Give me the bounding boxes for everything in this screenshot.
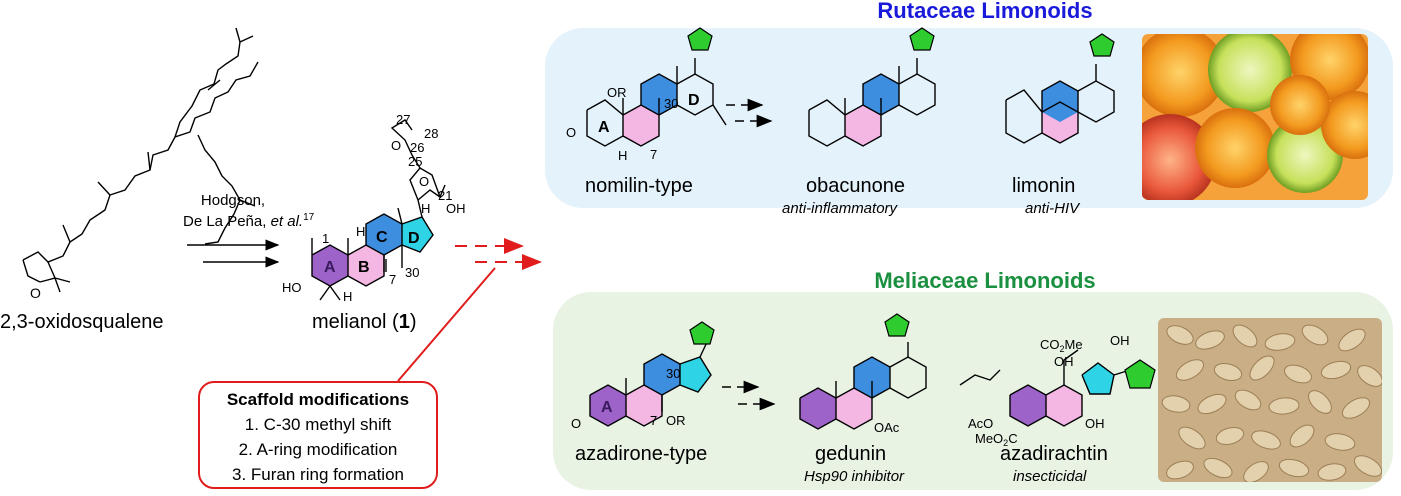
azadirachtin-co2me-2: 2 [1060, 344, 1065, 354]
azadirachtin-meo2c-meo: MeO [975, 431, 1003, 446]
melianol-c21-label: 21 [438, 188, 452, 203]
nomilin-structure [586, 27, 727, 147]
azadirachtin-meo2c-2: 2 [1003, 438, 1008, 448]
melianol-number: 1 [399, 311, 410, 333]
ring-c-fill [366, 214, 402, 255]
azadirone-c30-label: 30 [666, 366, 680, 381]
meliaceae-title: Meliaceae Limonoids [874, 268, 1096, 293]
azadirone-ring-a-label: A [601, 399, 613, 416]
gedunin-activity: Hsp90 inhibitor [804, 468, 905, 485]
nomilin-ring-d-label: D [688, 92, 700, 109]
limonin-activity: anti-HIV [1025, 200, 1081, 217]
modification-item-1: 1. C-30 methyl shift [244, 415, 392, 434]
obacunone-name: obacunone [806, 175, 905, 197]
azadirone-c7-label: 7 [650, 413, 657, 428]
azadirachtin-co2me-label: CO2Me [1040, 337, 1083, 354]
nomilin-ring-a-label: A [598, 119, 610, 136]
reagent-line-2: De La Peña, et al.17 [183, 212, 315, 230]
obacunone-structure [808, 27, 936, 147]
oxidosqualene-structure [22, 27, 259, 293]
azadirachtin-aco-label: AcO [968, 416, 993, 431]
reagent-ref: 17 [303, 212, 315, 223]
melianol-c28-label: 28 [424, 126, 438, 141]
melianol-c1-label: 1 [322, 231, 329, 246]
azadirachtin-co2me-co: CO [1040, 337, 1060, 352]
melianol-c26-label: 26 [410, 140, 424, 155]
azadirachtin-oh3-label: OH [1085, 416, 1105, 431]
melianol-name-close: ) [410, 311, 417, 333]
nomilin-c7-label: 7 [650, 147, 657, 162]
azadirachtin-name: azadirachtin [1000, 443, 1108, 465]
modification-item-2: 2. A-ring modification [238, 440, 398, 459]
melianol-ring-a-label: A [324, 259, 336, 276]
scaffold-modifications-box: Scaffold modifications 1. C-30 methyl sh… [198, 381, 438, 489]
azadirone-o-label: O [571, 416, 581, 431]
gedunin-structure [799, 313, 927, 430]
epoxide-o-label: O [30, 285, 41, 301]
red-connector-line [397, 267, 496, 382]
nomilin-name: nomilin-type [585, 175, 693, 197]
azadirachtin-oh1-label: OH [1054, 354, 1074, 369]
reagent-etal: et al. [271, 213, 304, 230]
ring-b-fill [348, 245, 384, 286]
azadirone-or-label: OR [666, 413, 686, 428]
melianol-h3-label: H [421, 201, 430, 216]
melianol-o-label: O [391, 138, 401, 153]
citrus-photo [1142, 34, 1368, 200]
azadirone-name: azadirone-type [575, 443, 707, 465]
neem-seeds-photo [1158, 318, 1382, 482]
melianol-h-label: H [343, 289, 352, 304]
melianol-name-text: melianol ( [312, 311, 399, 333]
reagent-authors: De La Peña, [183, 213, 271, 230]
limonin-structure [1005, 33, 1115, 144]
azadirachtin-oh2-label: OH [1110, 333, 1130, 348]
melianol-oh-label: OH [446, 201, 466, 216]
melianol-structure [311, 119, 446, 301]
nomilin-c30-label: 30 [664, 96, 678, 111]
azadirone-structure [589, 321, 715, 427]
melianol-ring-c-label: C [376, 229, 388, 246]
nomilin-h-label: H [618, 148, 627, 163]
melianol-c7-label: 7 [389, 272, 396, 287]
melianol-ring-d-label: D [408, 230, 420, 247]
ring-d-fill [402, 217, 433, 252]
gedunin-oac-label: OAc [874, 420, 900, 435]
melianol-c27-label: 27 [396, 112, 410, 127]
scaffold-modifications-title: Scaffold modifications [226, 390, 410, 409]
melianol-c25-label: 25 [408, 154, 422, 169]
ring-a-fill [312, 245, 348, 286]
modification-item-3: 3. Furan ring formation [232, 465, 404, 484]
melianol-o2-label: O [419, 174, 429, 189]
melianol-h2-label: H [356, 224, 365, 239]
melianol-c30-label: 30 [405, 265, 419, 280]
nomilin-o-label: O [566, 125, 576, 140]
azadirachtin-meo2c-label: MeO2C [975, 431, 1018, 448]
oxidosqualene-name: 2,3-oxidosqualene [0, 311, 163, 333]
melianol-ring-b-label: B [358, 259, 370, 276]
azadirachtin-structure [959, 349, 1156, 427]
azadirachtin-co2me-me: Me [1065, 337, 1083, 352]
azadirachtin-meo2c-c: C [1008, 431, 1017, 446]
gedunin-name: gedunin [815, 443, 886, 465]
nomilin-or-label: OR [607, 85, 627, 100]
obacunone-activity: anti-inflammatory [782, 200, 899, 217]
reagent-line-1: Hodgson, [201, 192, 265, 209]
melianol-ho-label: HO [282, 280, 302, 295]
limonin-name: limonin [1012, 175, 1075, 197]
rutaceae-title: Rutaceae Limonoids [877, 0, 1093, 23]
azadirachtin-activity: insecticidal [1013, 468, 1087, 485]
melianol-name: melianol (1) [312, 311, 417, 333]
